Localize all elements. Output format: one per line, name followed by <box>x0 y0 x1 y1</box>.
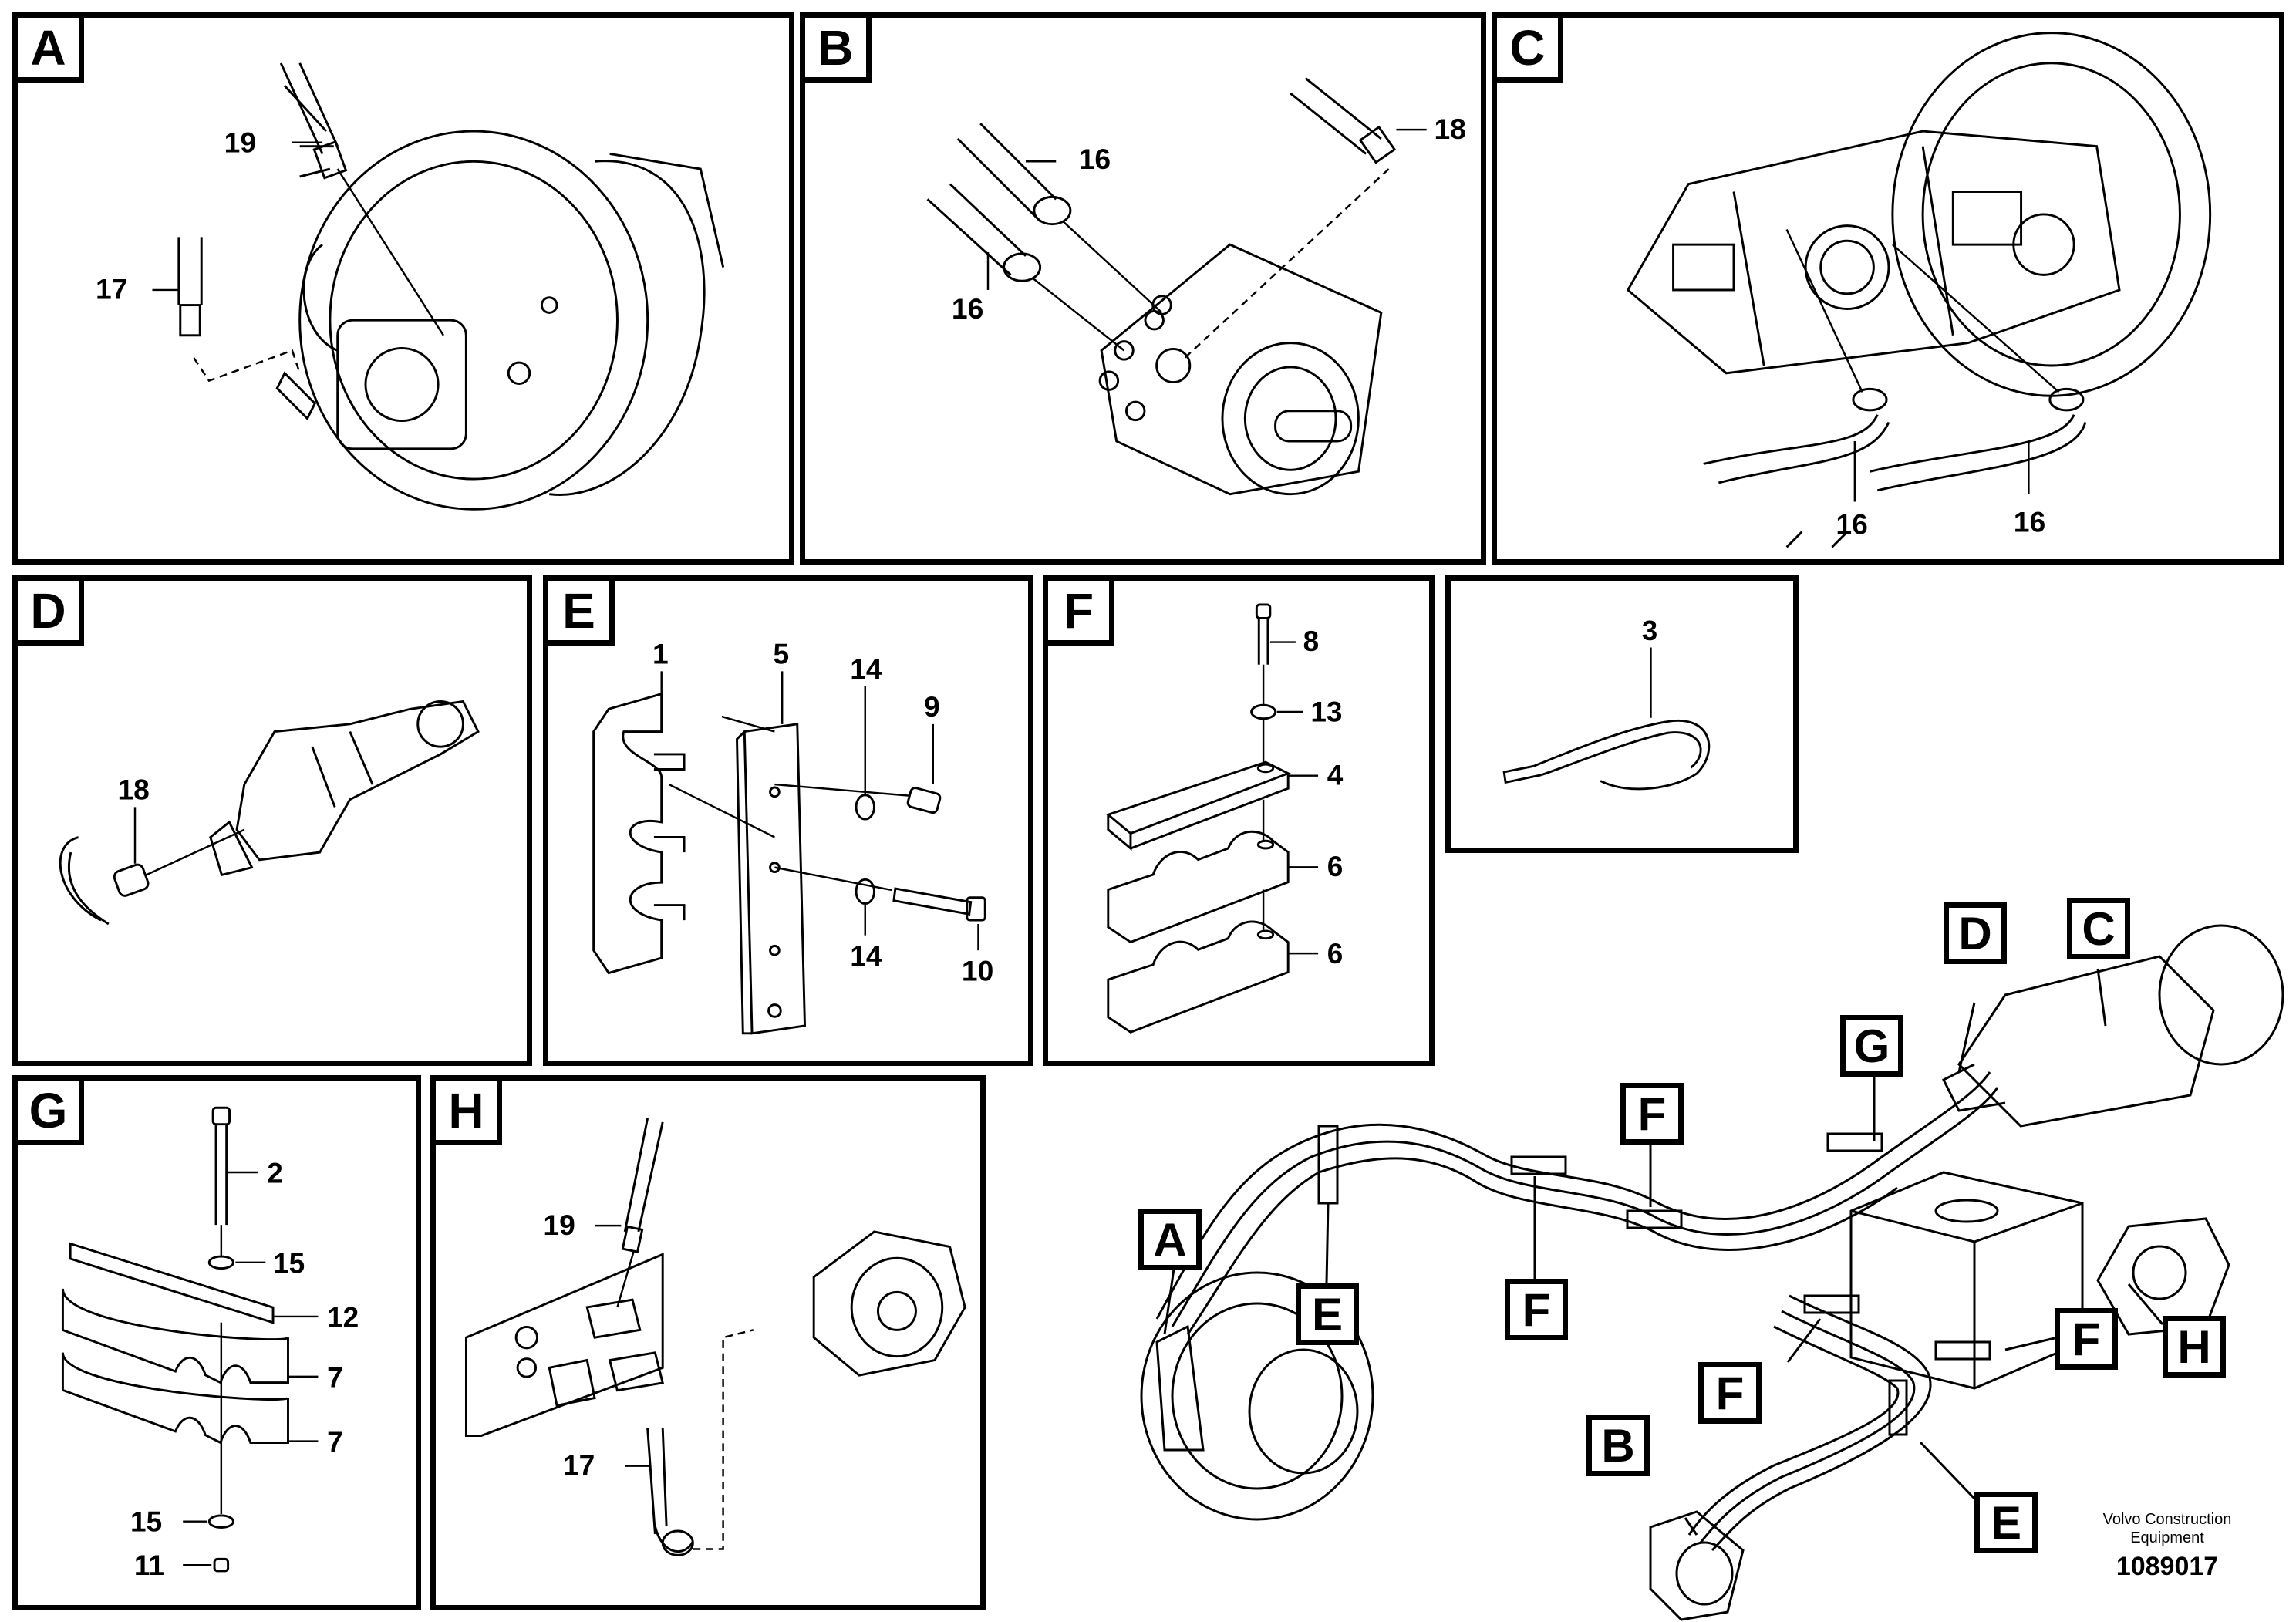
panel-c-tag: C <box>1497 18 1563 83</box>
callout-16-upper: 16 <box>1079 143 1111 175</box>
panel-h: H 19 17 <box>430 1075 986 1610</box>
callout-1: 1 <box>652 638 669 670</box>
callout-6-upper: 6 <box>1327 851 1344 882</box>
company-line-2: Equipment <box>2130 1529 2204 1546</box>
overview-callout-b: B <box>1586 1415 1650 1476</box>
callout-12: 12 <box>327 1302 359 1334</box>
overview-callout-h: H <box>2163 1316 2226 1378</box>
callout-17: 17 <box>563 1448 595 1481</box>
callout-7-upper: 7 <box>327 1361 343 1393</box>
overview-callout-f-right: F <box>2055 1308 2118 1370</box>
callout-15-lower: 15 <box>130 1506 162 1537</box>
panel-f: F 8 13 4 6 6 <box>1043 575 1435 1066</box>
callout-17: 17 <box>96 273 127 305</box>
callout-2: 2 <box>267 1158 283 1189</box>
overview-callout-f-middle: F <box>1698 1362 1762 1424</box>
overview-callout-e-right: E <box>1974 1492 2038 1553</box>
panel-h-tag: H <box>436 1081 502 1145</box>
overview-callout-a: A <box>1138 1209 1202 1270</box>
panel-a: A 19 17 <box>12 12 794 565</box>
callout-16-lower: 16 <box>952 292 983 325</box>
panel-g: G 2 15 12 7 7 15 11 <box>12 1075 421 1610</box>
panel-b: B 16 16 18 <box>800 12 1486 565</box>
callout-3: 3 <box>1642 615 1657 646</box>
overview-callout-e-left: E <box>1296 1283 1359 1345</box>
callout-4: 4 <box>1327 759 1344 791</box>
panel-d-drawing: 18 <box>59 700 480 926</box>
callout-19: 19 <box>543 1209 575 1241</box>
overview-callout-d: D <box>1944 902 2007 964</box>
overview-callout-f-top: F <box>1620 1083 1684 1145</box>
panel-c: C 16 16 <box>1492 12 2284 565</box>
panel-e-tag: E <box>548 581 615 646</box>
panel-d-tag: D <box>18 581 84 646</box>
panel-e: E 1 5 <box>543 575 1033 1066</box>
callout-18: 18 <box>118 774 150 806</box>
panel-f-drawing: 8 13 4 6 6 <box>1105 603 1344 1034</box>
panel-a-drawing: 19 17 <box>96 62 725 511</box>
callout-6-lower: 6 <box>1327 938 1344 969</box>
panel-g-drawing: 2 15 12 7 7 15 11 <box>61 1106 359 1581</box>
callout-14-upper: 14 <box>850 653 882 685</box>
panel-b-drawing: 16 16 18 <box>926 77 1466 496</box>
panel-d: D 18 <box>12 575 532 1066</box>
overview-callout-c: C <box>2067 898 2130 959</box>
callout-19: 19 <box>224 126 256 159</box>
panel-e-drawing: 1 5 14 9 14 10 <box>592 638 993 1035</box>
callout-11: 11 <box>134 1549 164 1581</box>
panel-h-drawing: 19 17 <box>464 1118 966 1556</box>
callout-18: 18 <box>1434 113 1465 145</box>
callout-13: 13 <box>1310 696 1342 728</box>
callout-15-upper: 15 <box>273 1247 305 1279</box>
callout-14-lower: 14 <box>850 939 882 972</box>
callout-16-left: 16 <box>1836 508 1867 541</box>
overview-callout-f-left: F <box>1505 1279 1568 1340</box>
panel-g-tag: G <box>18 1081 84 1145</box>
panel-cable-tie-drawing: 3 <box>1502 615 1711 791</box>
callout-8: 8 <box>1303 626 1320 657</box>
panel-a-tag: A <box>18 18 84 83</box>
callout-10: 10 <box>962 954 993 986</box>
company-name: Volvo Construction Equipment <box>2082 1510 2252 1547</box>
panel-cable-tie: 3 <box>1445 575 1799 853</box>
company-line-1: Volvo Construction <box>2102 1511 2232 1528</box>
overview-callout-g: G <box>1840 1015 1903 1077</box>
panel-f-tag: F <box>1048 581 1114 646</box>
callout-5: 5 <box>773 638 789 670</box>
callout-16-right: 16 <box>2014 506 2045 538</box>
drawing-number: 1089017 <box>2116 1552 2219 1581</box>
panel-c-drawing: 16 16 <box>1626 32 2212 548</box>
callout-7-lower: 7 <box>327 1426 343 1458</box>
callout-9: 9 <box>924 690 940 723</box>
panel-b-tag: B <box>805 18 872 83</box>
